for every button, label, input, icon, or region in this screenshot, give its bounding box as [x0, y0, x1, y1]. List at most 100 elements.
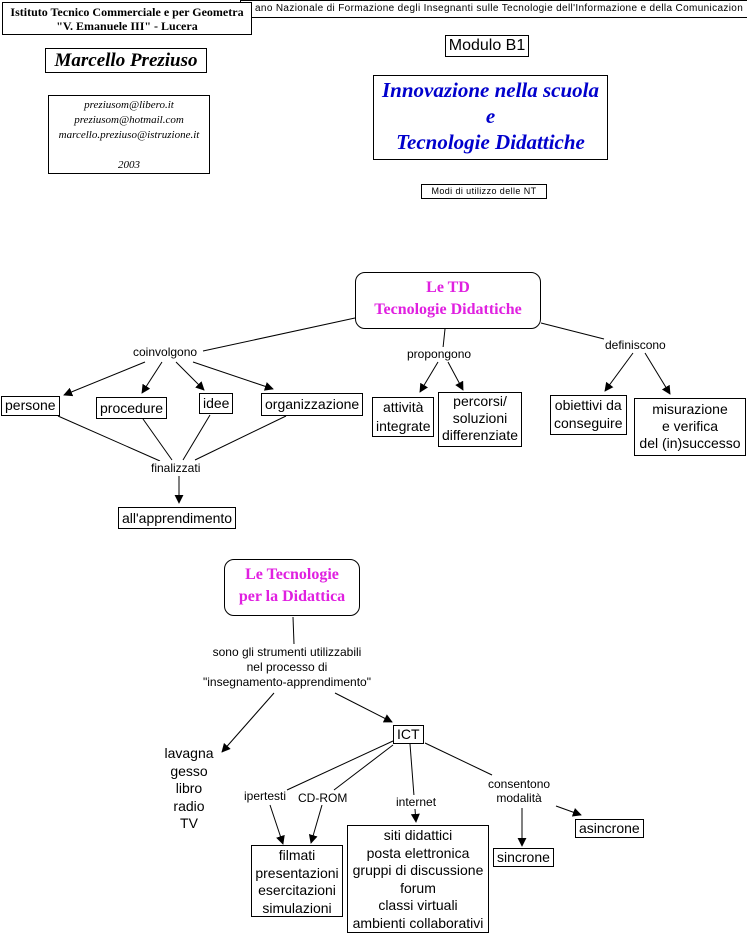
node-line: integrate: [376, 418, 431, 434]
author-name-box: Marcello Preziuso: [45, 48, 207, 73]
arrow-asincrone: [555, 805, 582, 817]
traditional-item: TV: [180, 815, 198, 831]
node-apprendimento[interactable]: all'apprendimento: [118, 507, 237, 529]
program-banner: ano Nazionale di Formazione degli Insegn…: [240, 0, 747, 18]
link-line: "insegnamento-apprendimento": [203, 675, 371, 689]
module-label-box: Modulo B1: [445, 35, 529, 57]
arrow-misurazione: [644, 352, 671, 395]
link-line: consentono: [488, 777, 551, 791]
node-line: soluzioni: [452, 410, 508, 426]
email-link[interactable]: preziusom@libero.it: [84, 99, 174, 111]
module-title-box: Innovazione nella scuola e Tecnologie Di…: [373, 75, 608, 160]
link-label-definiscono: definiscono: [605, 338, 666, 352]
link-label-finalizzati: finalizzati: [151, 461, 201, 475]
node-line: posta elettronica: [366, 844, 470, 861]
arrow-ict: [334, 692, 393, 723]
link-label-strumenti: sono gli strumenti utilizzabili nel proc…: [203, 645, 371, 690]
node-line: simulazioni: [262, 899, 332, 916]
node-media[interactable]: filmati presentazioni esercitazioni simu…: [251, 845, 343, 917]
link-root-coinvolgono: [202, 317, 356, 352]
node-procedure-label: procedure: [100, 400, 164, 416]
arrow-procedure: [141, 361, 163, 394]
arrow-traditional: [221, 692, 275, 753]
node-line: misurazione: [652, 401, 728, 417]
node-organizzazione-label: organizzazione: [265, 396, 360, 412]
school-title-box: Istituto Tecnico Commerciale e per Geome…: [2, 2, 252, 35]
arrow-obiettivi: [604, 352, 634, 392]
node-obiettivi[interactable]: obiettivi da conseguire: [550, 395, 627, 435]
module-title-line-2: e: [485, 104, 496, 128]
module-title-line-3: Tecnologie Didattiche: [396, 130, 585, 154]
node-line: del (in)successo: [639, 435, 741, 451]
link-root-propongono: [442, 328, 446, 349]
arrow-persone: [63, 361, 146, 397]
arrow-organizzazione: [192, 361, 274, 391]
node-line: percorsi/: [453, 393, 507, 409]
year: 2003: [118, 159, 140, 171]
node-line: filmati: [278, 847, 316, 863]
map2-root-node[interactable]: Le Tecnologie per la Didattica: [224, 559, 360, 616]
node-line: differenziate: [442, 427, 519, 443]
node-asincrone[interactable]: asincrone: [575, 819, 644, 838]
link-label-consentono: consentono modalità: [488, 777, 551, 805]
module-subtitle: Modi di utilizzo delle NT: [431, 186, 537, 196]
node-ict-label: ICT: [397, 726, 420, 742]
link-label-cdrom: CD-ROM: [298, 791, 348, 805]
traditional-item: lavagna: [164, 745, 214, 761]
arrow-attivita: [419, 361, 439, 393]
link-label-coinvolgono: coinvolgono: [133, 345, 198, 359]
node-organizzazione[interactable]: organizzazione: [261, 393, 364, 416]
email-link[interactable]: marcello.preziuso@istruzione.it: [58, 129, 200, 141]
link-line: nel processo di: [246, 660, 328, 674]
school-line-2: "V. Emanuele III" - Lucera: [56, 19, 198, 33]
node-apprendimento-label: all'apprendimento: [122, 510, 233, 526]
node-procedure[interactable]: procedure: [96, 397, 168, 419]
map1-root-line-1: Le TD: [426, 279, 470, 296]
email-link[interactable]: preziusom@hotmail.com: [74, 114, 184, 126]
node-line: ambienti collaborativi: [352, 914, 484, 931]
link-label-propongono: propongono: [407, 347, 472, 361]
node-line: obiettivi da: [554, 397, 622, 413]
traditional-media-list: lavagna gesso libro radio TV: [160, 745, 218, 833]
school-line-1: Istituto Tecnico Commerciale e per Geome…: [10, 5, 244, 19]
node-idee[interactable]: idee: [199, 393, 234, 414]
node-idee-label: idee: [203, 395, 230, 411]
node-line: gruppi di discussione: [352, 862, 484, 878]
link-line: sono gli strumenti utilizzabili: [212, 645, 362, 659]
node-ict[interactable]: ICT: [393, 725, 424, 744]
node-attivita-integrate[interactable]: attività integrate: [372, 397, 435, 437]
node-sincrone[interactable]: sincrone: [493, 848, 554, 867]
arrow-filmati: [269, 804, 285, 845]
author-contacts-box: preziusom@libero.it preziusom@hotmail.co…: [48, 95, 210, 174]
node-line: siti didattici: [383, 827, 453, 843]
node-line: conseguire: [554, 415, 623, 431]
map1-root-line-2: Tecnologie Didattiche: [374, 301, 522, 318]
arrow-internet: [409, 743, 420, 823]
node-line: attività: [383, 399, 424, 415]
traditional-item: gesso: [170, 762, 208, 779]
node-persone-label: persone: [5, 397, 56, 413]
link-line: modalità: [496, 791, 542, 805]
module-title-line-1: Innovazione nella scuola: [381, 78, 600, 102]
node-sincrone-label: sincrone: [497, 849, 550, 865]
node-line: esercitazioni: [258, 882, 336, 898]
link-root-strumenti: [292, 616, 295, 645]
link-label-internet: internet: [396, 795, 437, 809]
map2-root-line-2: per la Didattica: [238, 588, 346, 605]
node-line: classi virtuali: [378, 897, 458, 913]
node-percorsi[interactable]: percorsi/ soluzioni differenziate: [438, 392, 523, 447]
module-subtitle-box: Modi di utilizzo delle NT: [421, 184, 547, 199]
program-banner-text: ano Nazionale di Formazione degli Insegn…: [255, 3, 744, 14]
link-label-ipertesti: ipertesti: [244, 789, 287, 803]
node-persone[interactable]: persone: [1, 396, 60, 416]
traditional-item: radio: [173, 797, 205, 814]
link-root-definiscono: [540, 322, 605, 340]
arrow-percorsi: [447, 361, 464, 391]
author-name: Marcello Preziuso: [54, 50, 198, 71]
map2-root-line-1: Le Tecnologie: [245, 566, 339, 583]
module-label: Modulo B1: [448, 37, 526, 54]
node-internet-services[interactable]: siti didattici posta elettronica gruppi …: [347, 825, 489, 933]
map1-root-node[interactable]: Le TD Tecnologie Didattiche: [355, 272, 541, 329]
node-misurazione[interactable]: misurazione e verifica del (in)successo: [634, 398, 746, 456]
node-line: forum: [400, 879, 436, 896]
